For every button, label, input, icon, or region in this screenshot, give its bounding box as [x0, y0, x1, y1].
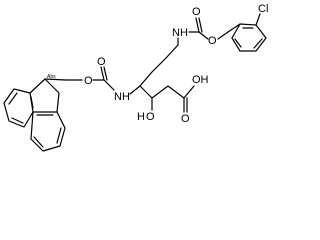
bond — [129, 85, 141, 95]
atom-cl: Cl — [258, 3, 268, 15]
bond — [234, 38, 242, 48]
fluorene-left-ring — [3, 88, 34, 128]
bond — [30, 96, 34, 109]
chemical-structure: Abs O O NH O OH H O — [3, 3, 268, 152]
atom-acid-oh: OH — [192, 74, 209, 86]
abs-stereo-label: Abs — [47, 74, 56, 80]
bond — [217, 31, 229, 40]
fluorene-five-ring — [29, 78, 60, 113]
bond — [227, 23, 241, 33]
bond — [165, 44, 179, 59]
bond — [195, 17, 200, 33]
bond — [198, 31, 209, 40]
main-chain: O OH H O — [129, 37, 209, 125]
bond — [139, 85, 153, 99]
bond — [103, 66, 108, 81]
fluorenyl-group: Abs — [3, 74, 83, 152]
bond — [100, 66, 105, 81]
bond — [151, 57, 167, 73]
atom-acid-o: O — [181, 113, 190, 125]
bond — [11, 117, 24, 124]
atom-oh-h: H — [137, 111, 145, 123]
bond — [253, 38, 263, 49]
fmoc-carbamate: O O NH — [84, 56, 130, 103]
structure-canvas: Abs O O NH O OH H O — [3, 3, 268, 152]
atom-nh-top: NH — [172, 27, 188, 39]
bond — [33, 136, 44, 148]
atom-o-carbamate-mid: O — [84, 75, 93, 87]
bond — [151, 85, 169, 99]
bond — [167, 85, 185, 99]
cl-z-carbamate: NH O O Cl — [172, 3, 268, 52]
fluorene-right-ring — [30, 111, 66, 152]
atom-oh-o: O — [146, 111, 155, 123]
bond — [139, 71, 153, 87]
bond — [8, 92, 18, 105]
bond — [44, 78, 67, 81]
atom-o-carbonyl-mid: O — [97, 56, 106, 68]
bond — [198, 17, 203, 33]
bond — [103, 79, 115, 91]
atom-o-carbamate-top: O — [208, 35, 217, 47]
atom-o-carbonyl-top: O — [192, 6, 201, 18]
bond — [255, 13, 261, 26]
bond — [183, 85, 195, 99]
bond — [56, 127, 62, 144]
atom-nh-mid: NH — [114, 91, 130, 103]
